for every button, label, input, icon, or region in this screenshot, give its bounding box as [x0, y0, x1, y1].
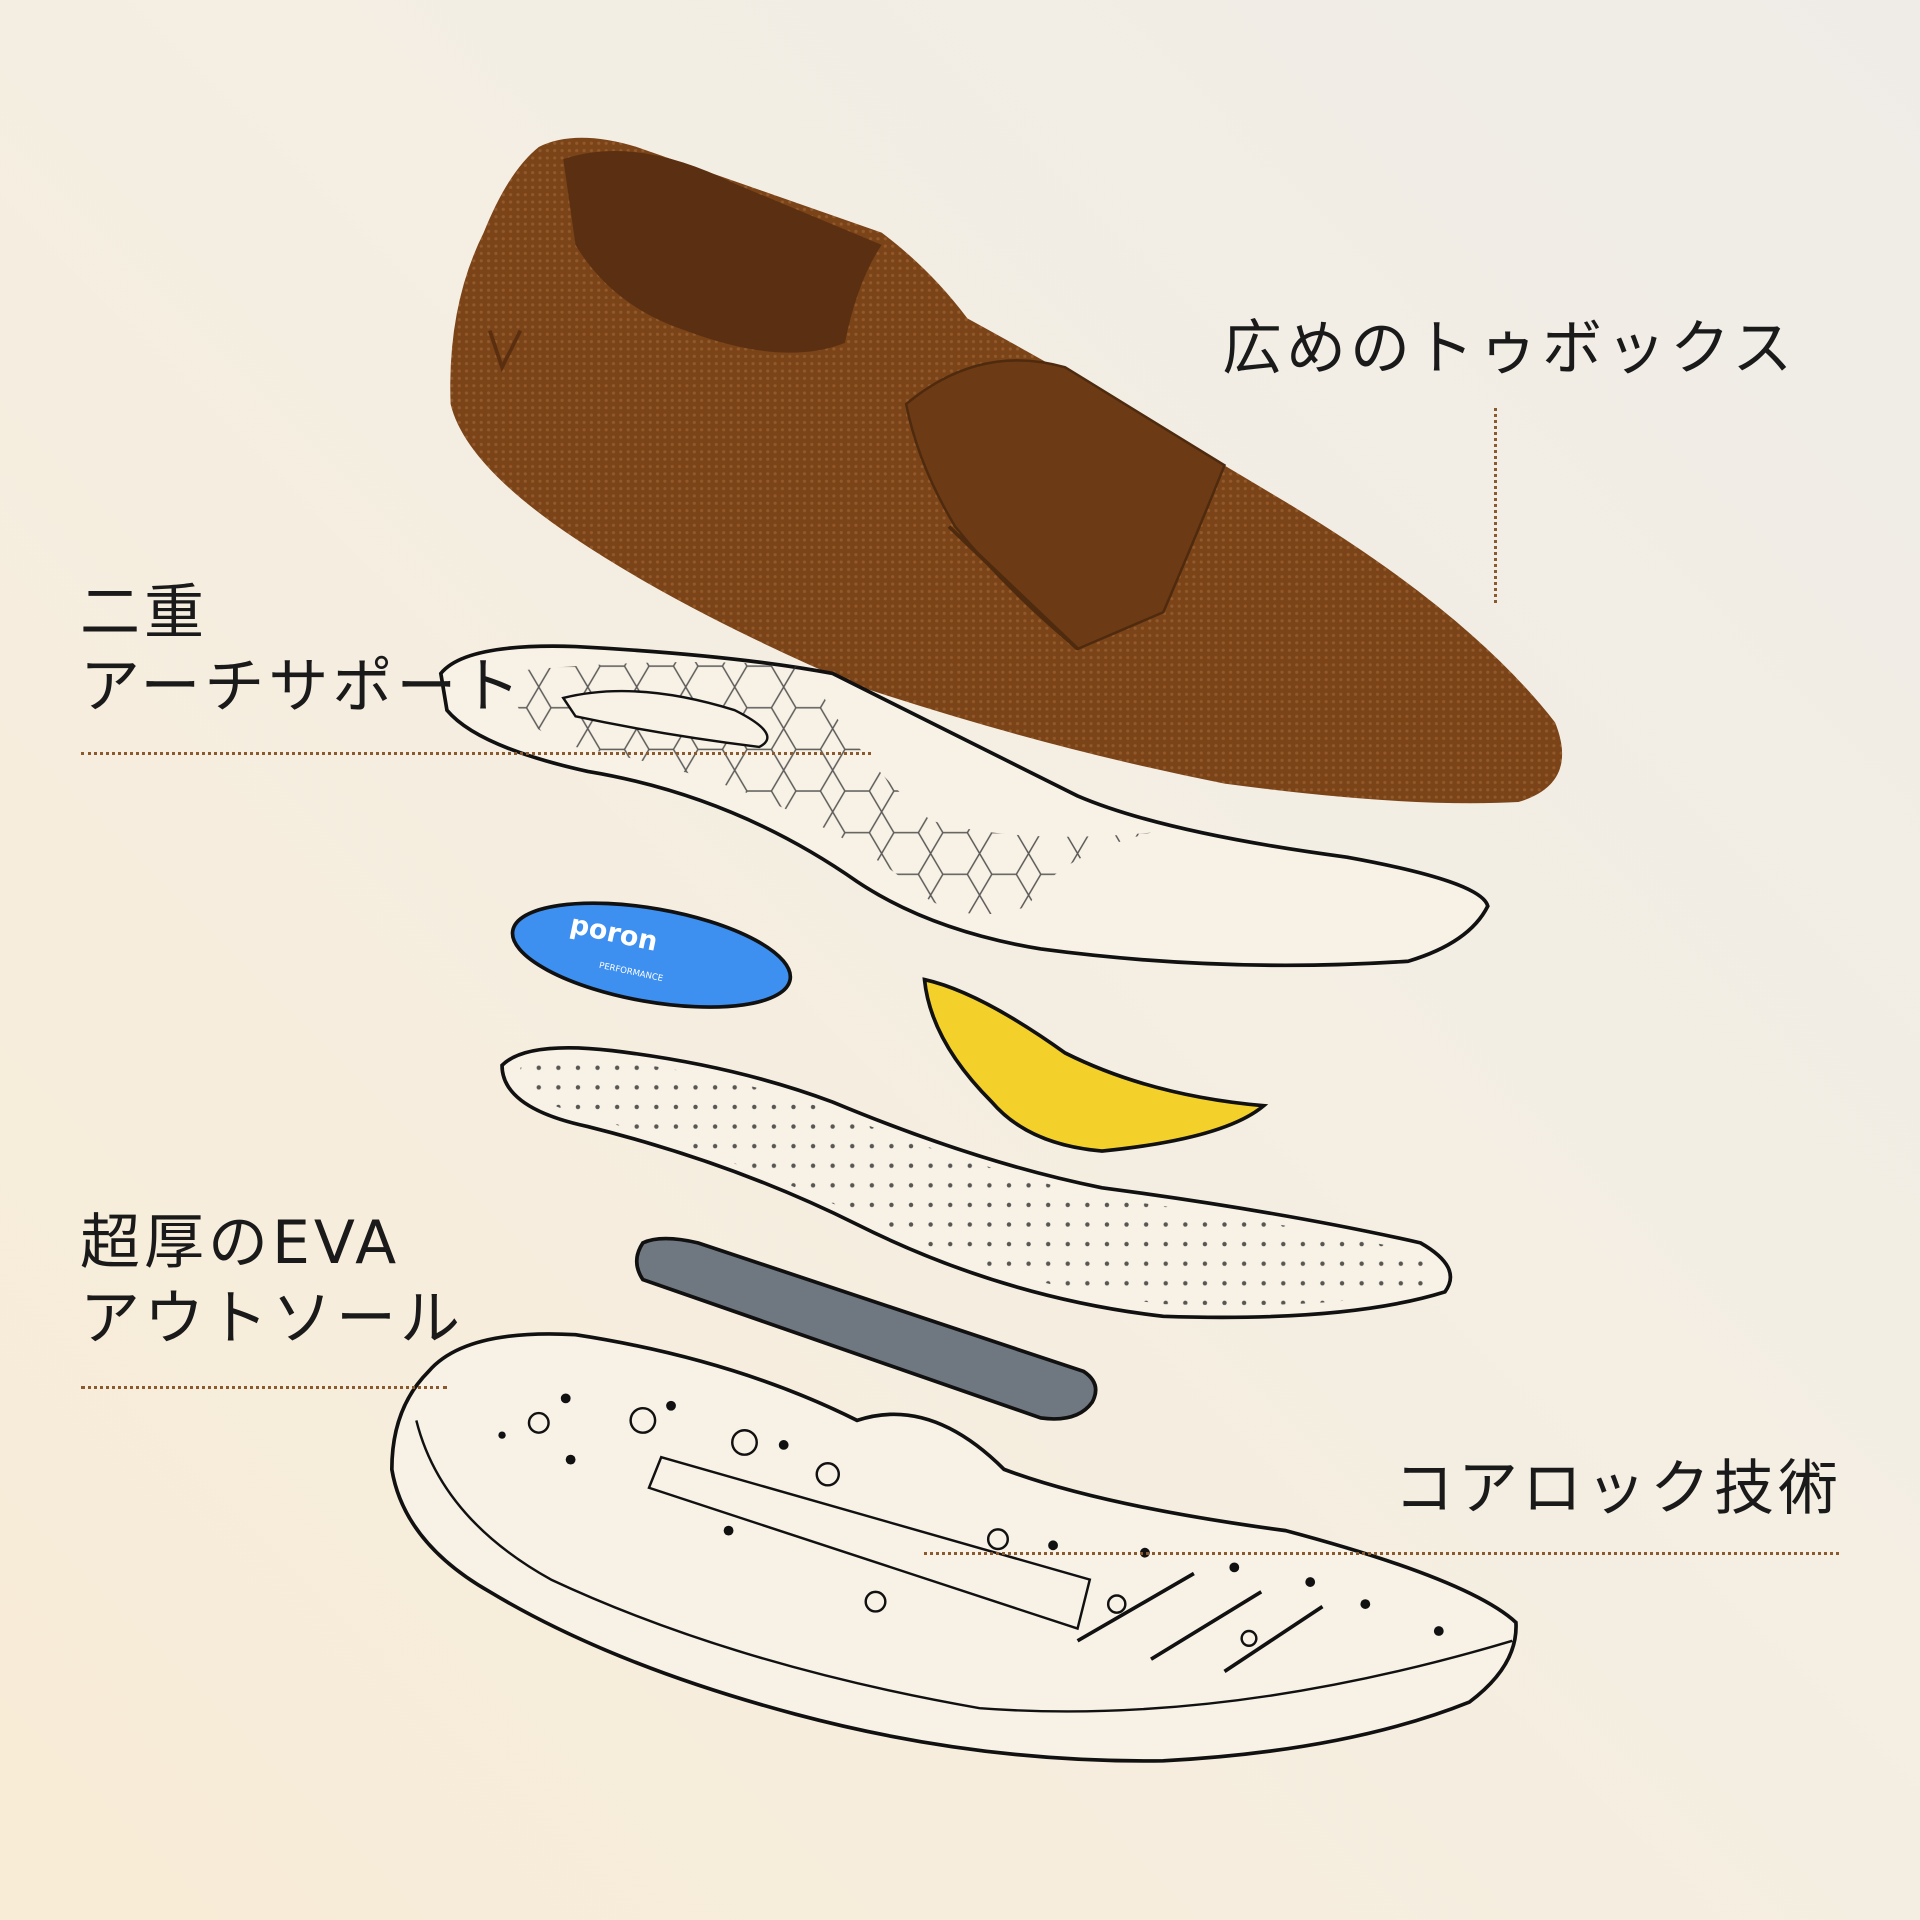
leader-line-toe-box	[1494, 408, 1497, 603]
heel-wedge	[922, 977, 1269, 1153]
eva-outsole	[390, 1332, 1518, 1763]
label-toe-box: 広めのトゥボックス	[1222, 314, 1797, 384]
arch-support-insole	[438, 644, 1490, 968]
leader-line-core-lock	[924, 1552, 1839, 1555]
label-eva-line2: アウトソール	[80, 1284, 464, 1354]
label-eva-line1: 超厚のEVA	[80, 1208, 401, 1278]
core-lock-shank	[634, 1236, 1098, 1421]
loafer-shoe	[450, 137, 1563, 804]
label-core-lock: コアロック技術	[1394, 1454, 1842, 1524]
perforated-insole	[500, 1045, 1453, 1320]
leader-line-arch	[81, 752, 871, 755]
leader-line-eva	[81, 1386, 447, 1389]
poron-cushion-pad: poron PERFORMANCE	[510, 901, 793, 1009]
label-arch-line2: アーチサポート	[80, 652, 525, 722]
label-arch-line1: 二重	[80, 578, 208, 648]
